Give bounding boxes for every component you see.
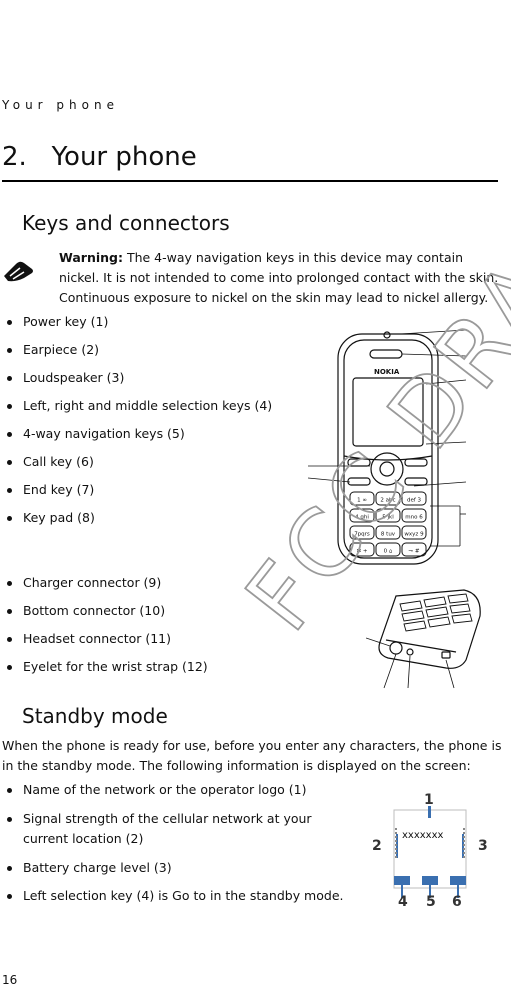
keypad-key-label: def 3 (407, 498, 422, 504)
keypad-key (375, 491, 401, 506)
keypad-key (349, 542, 375, 557)
keypad-key-label: 7pqrs (354, 532, 370, 538)
list-item: Signal strength of the cellular network … (7, 809, 323, 849)
phone-brand: NOKIA (374, 368, 400, 376)
callout-3: 3 (478, 838, 488, 854)
list-item: Eyelet for the wrist strap (12) (7, 657, 208, 677)
keypad-key-label: 5 jkl (382, 515, 394, 521)
callout-5: 5 (426, 894, 436, 910)
warning-body: The 4-way navigation keys in this device… (59, 250, 499, 305)
keypad-key-label: wxyz 9 (404, 532, 424, 538)
keypad-key (349, 525, 375, 540)
keypad-key (375, 542, 401, 557)
list-item: Left, right and middle selection keys (4… (6, 396, 272, 416)
keypad-key-label: 0 ⌂ (384, 549, 393, 555)
list-item: Loudspeaker (3) (6, 368, 124, 388)
keypad-key-label: 4 ghi (355, 515, 369, 521)
list-item: Battery charge level (3) (7, 858, 172, 878)
callout-1: 1 (424, 792, 434, 808)
running-header: Your phone (2, 98, 119, 112)
list-item: Earpiece (2) (6, 340, 99, 360)
chapter-number: 2. (2, 142, 27, 172)
phone-bottom-illustration (366, 589, 481, 689)
callout-4: 4 (398, 894, 408, 910)
keypad-key (401, 508, 427, 523)
keypad-key-label: mno 6 (405, 515, 423, 521)
warning-note: Warning: The 4-way navigation keys in th… (59, 248, 504, 308)
warning-label: Warning: (59, 250, 123, 265)
keys-section-title: Keys and connectors (22, 211, 230, 235)
keypad-key (401, 542, 427, 557)
page-number: 16 (2, 973, 18, 987)
list-item: 4-way navigation keys (5) (7, 424, 185, 444)
keypad-key-label: 1 ∞ (357, 498, 367, 504)
keypad-key (375, 508, 401, 523)
list-item: Charger connector (9) (6, 573, 161, 593)
list-item: Name of the network or the operator logo… (6, 780, 306, 800)
warning-hand-icon (4, 261, 33, 282)
callout-6: 6 (452, 894, 462, 910)
keypad-key (375, 525, 401, 540)
keypad-key-label: 2 abc (380, 498, 395, 504)
operator-name-placeholder: xxxxxxx (402, 830, 444, 841)
chapter-heading: 2. Your phone (2, 142, 197, 172)
list-item: Call key (6) (7, 452, 94, 472)
keypad-key-label: ✱ + (357, 548, 368, 555)
chapter-rule (2, 180, 498, 182)
phone-front-illustration: NOKIA 1 ∞ 2 abc def 3 4 ghi 5 jkl mno 6 7pqrs 8… (308, 329, 467, 565)
keypad-key (349, 508, 375, 523)
list-item: Power key (1) (6, 312, 108, 332)
list-item: End key (7) (6, 480, 94, 500)
standby-paragraph: When the phone is ready for use, before … (2, 738, 502, 773)
keypad-key (401, 525, 427, 540)
callout-2: 2 (372, 838, 382, 854)
standby-section-title: Standby mode (22, 704, 168, 728)
chapter-title: Your phone (51, 142, 197, 172)
keypad-key (349, 491, 375, 506)
keypad-grid: 1 ∞ 2 abc def 3 4 ghi 5 jkl mno 6 7pqrs 8 tuv wx… (349, 491, 427, 557)
list-item: Key pad (8) (7, 508, 95, 528)
list-item: Bottom connector (10) (6, 601, 165, 621)
keypad-key-label: ⊸ # (409, 549, 420, 555)
keypad-key-label: 8 tuv (381, 532, 396, 538)
list-item: Left selection key (4) is Go to in the s… (6, 886, 343, 906)
list-item: Headset connector (11) (6, 629, 171, 649)
standby-screen-diagram: xxxxxxx 1 2 3 4 5 6 (372, 792, 488, 910)
keypad-key (401, 491, 427, 506)
